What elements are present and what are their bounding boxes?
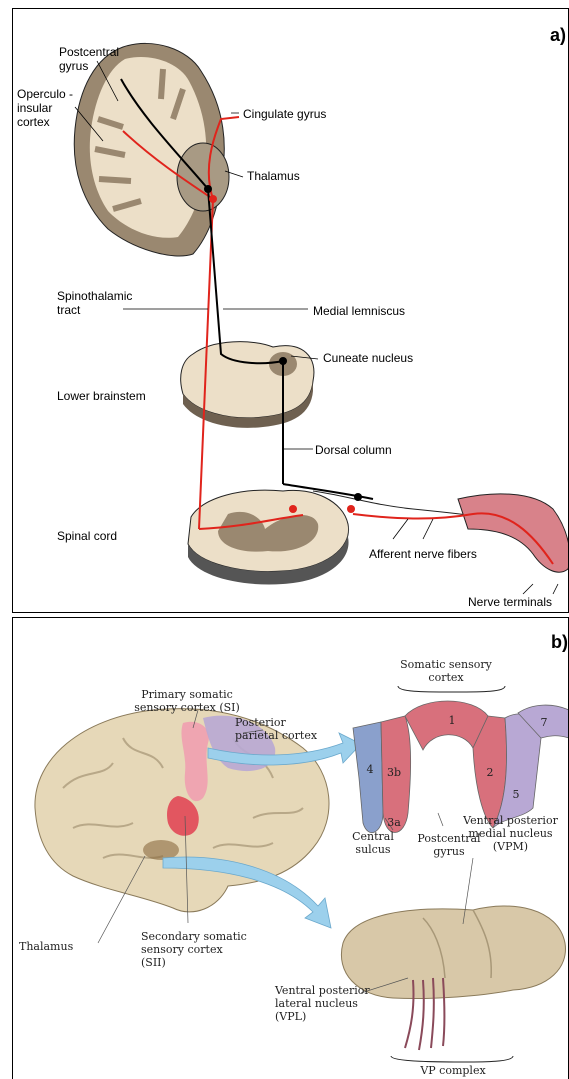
label-operculo-insular-cortex: Operculo - insular cortex — [17, 87, 73, 129]
thalamus-shape — [177, 143, 229, 211]
label-central-sulcus: Central sulcus — [343, 830, 403, 856]
panel-a-pathway-diagram: a) Postcentral gyrus Operculo - insular … — [12, 8, 569, 613]
label-ventral-posterior-medial: Ventral posterior medial nucleus (VPM) — [453, 814, 568, 853]
label-spinal-cord: Spinal cord — [57, 529, 117, 543]
label-thalamus-b: Thalamus — [19, 940, 99, 953]
label-afferent-nerve-fibers: Afferent nerve fibers — [369, 547, 477, 561]
label-nerve-terminals: Nerve terminals — [468, 595, 552, 609]
label-area-3a: 3a — [385, 816, 403, 829]
label-vp-complex: VP complex — [408, 1064, 498, 1077]
label-secondary-somatic-cortex: Secondary somatic sensory cortex (SII) — [141, 930, 261, 969]
label-area-1: 1 — [445, 714, 459, 727]
panel-b-cortex-diagram: b) Primary somatic sensory cortex (SI) P… — [12, 617, 569, 1079]
label-area-4: 4 — [363, 763, 377, 776]
label-dorsal-column: Dorsal column — [315, 443, 392, 457]
label-area-2: 2 — [483, 766, 497, 779]
label-cingulate-gyrus: Cingulate gyrus — [243, 107, 326, 121]
panel-a-letter: a) — [550, 25, 566, 46]
label-area-3b: 3b — [385, 766, 403, 779]
label-postcentral-gyrus: Postcentral gyrus — [59, 45, 119, 73]
label-area-7: 7 — [537, 716, 551, 729]
label-area-5: 5 — [509, 788, 523, 801]
label-thalamus-a: Thalamus — [247, 169, 300, 183]
label-cuneate-nucleus: Cuneate nucleus — [323, 351, 413, 365]
label-ventral-posterior-lateral: Ventral posterior lateral nucleus (VPL) — [275, 984, 385, 1023]
panel-b-letter: b) — [551, 632, 568, 653]
label-posterior-parietal-cortex: Posterior parietal cortex — [235, 716, 325, 742]
area-4-shape — [353, 722, 383, 833]
label-primary-somatic-cortex: Primary somatic sensory cortex (SI) — [131, 688, 243, 714]
label-lower-brainstem: Lower brainstem — [57, 389, 146, 403]
label-medial-lemniscus: Medial lemniscus — [313, 304, 405, 318]
lower-brainstem-shape — [181, 342, 314, 418]
label-spinothalamic-tract: Spinothalamic tract — [57, 289, 132, 317]
label-somatic-sensory-cortex: Somatic sensory cortex — [391, 658, 501, 684]
